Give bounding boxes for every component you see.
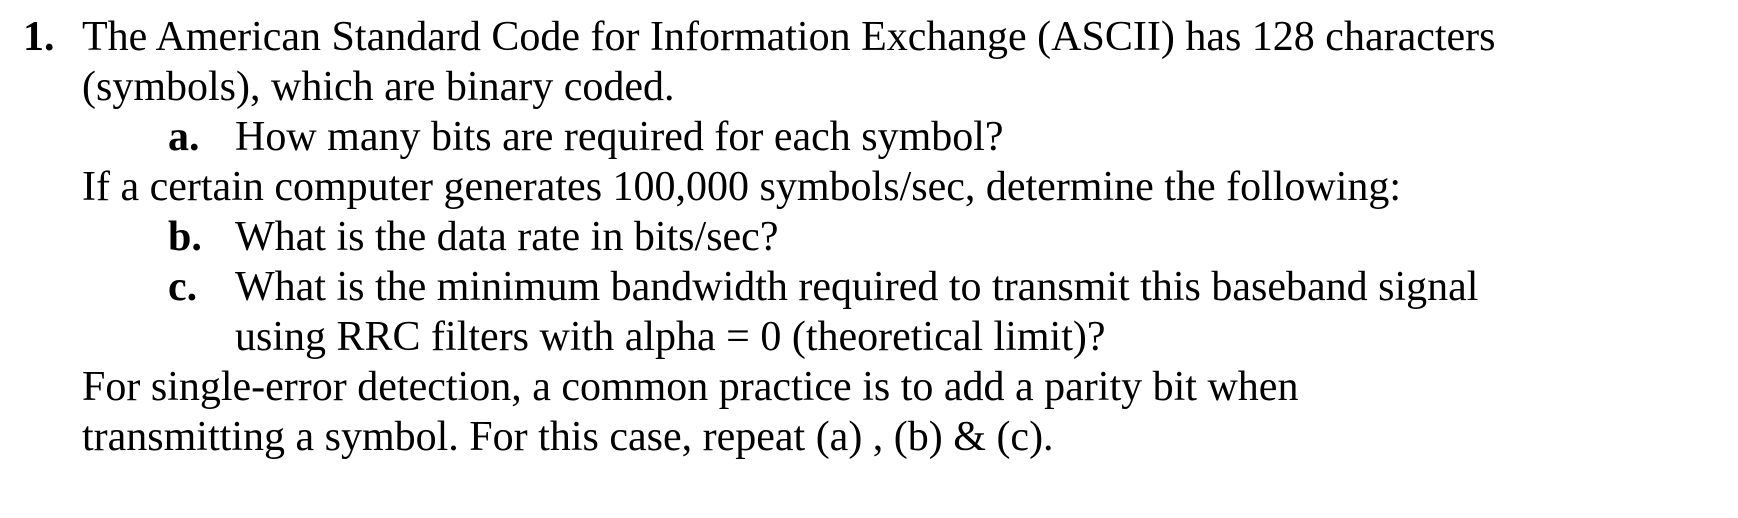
sub-item-a-marker: a. <box>168 114 200 160</box>
sub-item-a-text: How many bits are required for each symb… <box>235 114 1004 160</box>
intro-text-line-2: (symbols), which are binary coded. <box>82 64 675 110</box>
parity-text-line-2: transmitting a symbol. For this case, re… <box>82 414 1054 460</box>
given-line: If a certain computer generates 100,000 … <box>82 164 1402 210</box>
intro-text-line-1: The American Standard Code for Informati… <box>82 14 1496 60</box>
parity-text-line-1: For single-error detection, a common pra… <box>82 364 1299 410</box>
sub-item-a: a. How many bits are required for each sy… <box>0 112 1738 162</box>
intro-line-1: 1. The American Standard Code for Informa… <box>0 12 1738 62</box>
sub-item-c: c. What is the minimum bandwidth required… <box>0 262 1738 312</box>
sub-item-b-text: What is the data rate in bits/sec? <box>235 214 779 260</box>
sub-item-c-text-line-1: What is the minimum bandwidth required t… <box>235 264 1479 310</box>
sub-item-c-text-line-2: using RRC filters with alpha = 0 (theore… <box>235 314 1106 360</box>
sub-item-b-marker: b. <box>168 214 202 260</box>
sub-item-b: b. What is the data rate in bits/sec? <box>0 212 1738 262</box>
sub-item-c-marker: c. <box>168 264 198 310</box>
problem-number: 1. <box>23 14 55 60</box>
